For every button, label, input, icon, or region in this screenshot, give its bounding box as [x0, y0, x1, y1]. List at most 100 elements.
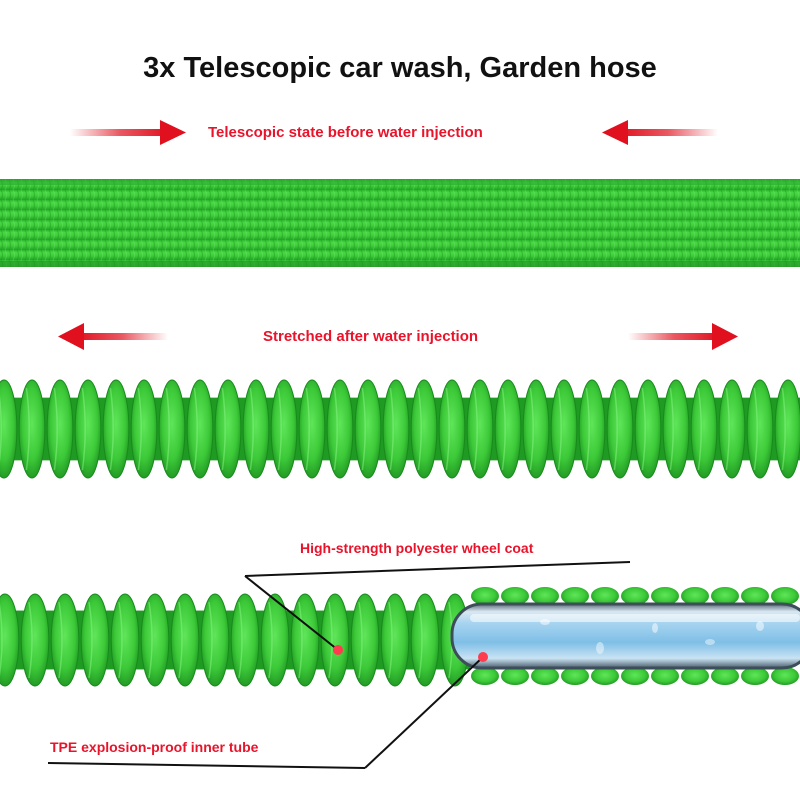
hose-rib-highlight — [238, 601, 243, 679]
hose-rib-edge — [651, 667, 679, 685]
hose-rib — [690, 379, 718, 479]
hose-rib-highlight — [669, 387, 674, 471]
hose-rib-edge — [561, 587, 589, 605]
hose-rib-highlight — [585, 387, 590, 471]
hose-rib — [0, 379, 18, 479]
hose-rib-edge — [771, 667, 799, 685]
hose-rib — [170, 593, 200, 687]
hose-rib-highlight — [418, 601, 423, 679]
hose-rib — [140, 593, 170, 687]
before-injection-label: Telescopic state before water injection — [208, 124, 483, 141]
hose-rib — [326, 379, 354, 479]
hose-rib — [20, 593, 50, 687]
hose-rib — [466, 379, 494, 479]
hose-rib — [186, 379, 214, 479]
hose-rib-highlight — [298, 601, 303, 679]
hose-rib-highlight — [137, 387, 142, 471]
hose-rib — [606, 379, 634, 479]
hose-rib-highlight — [148, 601, 153, 679]
hose-rib-edge — [711, 667, 739, 685]
hose-rib-highlight — [277, 387, 282, 471]
hose-rib-highlight — [529, 387, 534, 471]
hose-rib-highlight — [305, 387, 310, 471]
hose-rib-edge — [771, 587, 799, 605]
hose-rib-highlight — [358, 601, 363, 679]
hose-rib-highlight — [473, 387, 478, 471]
hose-rib-edge — [501, 587, 529, 605]
hose-rib-edge — [501, 667, 529, 685]
hose-rib-edge — [471, 587, 499, 605]
hose-rib-highlight — [88, 601, 93, 679]
hose-rib-edge — [681, 667, 709, 685]
hose-rib-highlight — [781, 387, 786, 471]
inner-tube — [450, 602, 800, 670]
hose-rib — [0, 593, 20, 687]
hose-rib-highlight — [268, 601, 273, 679]
hose-rib — [158, 379, 186, 479]
hose-rib-highlight — [25, 387, 30, 471]
hose-rib-highlight — [557, 387, 562, 471]
hose-rib — [410, 379, 438, 479]
arrow-right-icon — [628, 323, 738, 350]
hose-rib — [382, 379, 410, 479]
hose-rib — [746, 379, 774, 479]
hose-rib — [74, 379, 102, 479]
cutaway-hose — [0, 587, 799, 687]
hose-rib-highlight — [501, 387, 506, 471]
hose-rib-edge — [471, 667, 499, 685]
hose-rib-highlight — [613, 387, 618, 471]
hose-rib-highlight — [109, 387, 114, 471]
hose-rib-highlight — [118, 601, 123, 679]
hose-rib-highlight — [725, 387, 730, 471]
hose-rib-highlight — [445, 387, 450, 471]
hose-rib — [110, 593, 140, 687]
hose-rib — [320, 593, 350, 687]
leader-line-tube — [47, 652, 488, 769]
hose-rib — [80, 593, 110, 687]
hose-rib — [298, 379, 326, 479]
hose-rib-highlight — [697, 387, 702, 471]
arrow-right-icon — [70, 120, 186, 145]
hose-rib — [18, 379, 46, 479]
hose-rib — [242, 379, 270, 479]
hose-rib-edge — [531, 667, 559, 685]
compact-hose — [0, 179, 800, 267]
hose-rib-highlight — [28, 601, 33, 679]
hose-rib-edge — [711, 587, 739, 605]
hose-rib-edge — [741, 587, 769, 605]
hose-rib-highlight — [641, 387, 646, 471]
hose-rib — [270, 379, 298, 479]
hose-rib — [718, 379, 746, 479]
hose-rib — [662, 379, 690, 479]
hose-rib-highlight — [58, 601, 63, 679]
hose-rib-highlight — [208, 601, 213, 679]
hose-rib — [46, 379, 74, 479]
hose-rib-highlight — [388, 601, 393, 679]
hose-rib — [380, 593, 410, 687]
hose-rib — [550, 379, 578, 479]
hose-rib — [102, 379, 130, 479]
hose-rib-highlight — [0, 394, 2, 464]
leader-line-coat — [244, 561, 631, 655]
hose-rib-edge — [561, 667, 589, 685]
hose-rib-highlight — [249, 387, 254, 471]
hose-rib — [260, 593, 290, 687]
hose-rib — [350, 593, 380, 687]
hose-rib-highlight — [193, 387, 198, 471]
hose-rib-edge — [681, 587, 709, 605]
page-title: 3x Telescopic car wash, Garden hose — [143, 52, 657, 84]
hose-rib — [214, 379, 242, 479]
hose-rib — [578, 379, 606, 479]
coat-label: High-strength polyester wheel coat — [300, 540, 534, 556]
hose-rib-highlight — [81, 387, 86, 471]
hose-rib-edge — [531, 587, 559, 605]
hose-rib — [774, 379, 800, 479]
hose-rib-edge — [741, 667, 769, 685]
after-injection-label: Stretched after water injection — [263, 328, 479, 345]
arrow-left-icon — [602, 120, 718, 145]
hose-rib — [438, 379, 466, 479]
inner-tube-label: TPE explosion-proof inner tube — [50, 739, 259, 755]
hose-rib-highlight — [417, 387, 422, 471]
hose-rib-edge — [621, 587, 649, 605]
